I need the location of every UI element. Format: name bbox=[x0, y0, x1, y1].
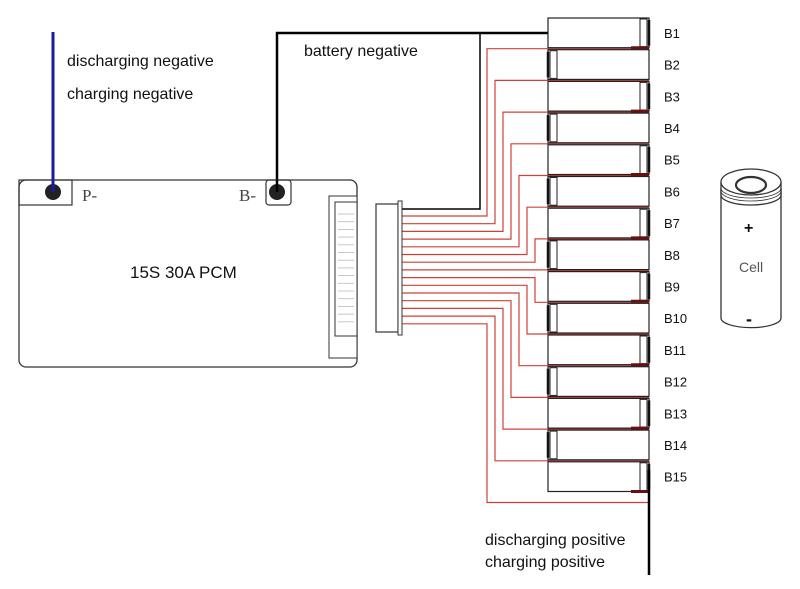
battery-terminal-cap bbox=[639, 398, 648, 428]
balance-wire bbox=[402, 284, 649, 335]
battery-label: B12 bbox=[664, 375, 687, 390]
cable-connector[interactable] bbox=[375, 203, 399, 333]
balance-wire bbox=[402, 292, 649, 367]
battery-label: B4 bbox=[664, 121, 680, 136]
balance-wire bbox=[402, 111, 649, 232]
battery-label: B2 bbox=[664, 58, 680, 73]
battery-b11: B11 bbox=[547, 334, 686, 367]
battery-terminal-cap bbox=[549, 367, 558, 396]
p-minus-label: P- bbox=[82, 186, 97, 205]
cell-label: Cell bbox=[739, 259, 763, 275]
balance-wire bbox=[402, 323, 649, 504]
p-minus-terminal-box bbox=[18, 179, 73, 206]
balance-wire bbox=[402, 143, 649, 240]
balance-wire bbox=[402, 277, 649, 303]
battery-label: B15 bbox=[664, 470, 687, 485]
balance-wire bbox=[402, 206, 649, 256]
battery-terminal-cap bbox=[639, 335, 648, 365]
battery-b7: B7 bbox=[547, 207, 680, 240]
battery-label: B11 bbox=[664, 343, 686, 358]
battery-terminal-cap bbox=[549, 177, 558, 206]
battery-b10: B10 bbox=[546, 302, 687, 334]
battery-label: B14 bbox=[664, 438, 687, 453]
b-negative-wire bbox=[275, 31, 548, 192]
battery-label: B9 bbox=[664, 279, 680, 294]
battery-terminal-cap bbox=[549, 50, 558, 79]
battery-terminal-cap bbox=[639, 18, 648, 48]
battery-b9: B9 bbox=[547, 271, 680, 303]
balance-wire bbox=[402, 307, 649, 430]
battery-b12: B12 bbox=[546, 366, 687, 398]
battery-terminal-cap bbox=[639, 145, 648, 175]
balance-wire bbox=[402, 238, 649, 263]
balance-wire bbox=[402, 48, 649, 217]
battery-label: B5 bbox=[664, 153, 680, 168]
battery-label: B8 bbox=[664, 248, 680, 263]
balance-wire bbox=[402, 174, 649, 248]
cell-icon: + Cell - bbox=[720, 168, 782, 329]
battery-label: B1 bbox=[664, 26, 680, 41]
balance-wires bbox=[402, 48, 649, 504]
cell-minus: - bbox=[746, 309, 752, 329]
battery-terminal-cap bbox=[549, 113, 558, 143]
battery-terminal-cap bbox=[549, 240, 558, 270]
battery-b14: B14 bbox=[546, 429, 687, 461]
battery-label: B6 bbox=[664, 184, 680, 199]
battery-b4: B4 bbox=[546, 112, 680, 144]
balance-wire bbox=[402, 300, 649, 398]
pcm-title: 15S 30A PCM bbox=[130, 263, 237, 282]
battery-negative-label: battery negative bbox=[304, 43, 418, 60]
battery-terminal-cap bbox=[639, 81, 648, 111]
b-minus-label: B- bbox=[239, 186, 256, 205]
p-positive-label-1: discharging positive bbox=[485, 532, 626, 549]
battery-terminal-cap bbox=[639, 272, 648, 301]
p-positive-label-2: charging positive bbox=[485, 554, 605, 571]
balance-wire bbox=[402, 315, 649, 462]
battery-b2: B2 bbox=[546, 49, 680, 81]
balance-wire bbox=[402, 269, 649, 272]
battery-b8: B8 bbox=[546, 239, 680, 271]
battery-b3: B3 bbox=[547, 80, 680, 113]
battery-b6: B6 bbox=[546, 175, 680, 207]
battery-b5: B5 bbox=[547, 144, 680, 176]
battery-label: B3 bbox=[664, 89, 680, 104]
balance-wire bbox=[402, 79, 649, 225]
battery-b13: B13 bbox=[547, 397, 687, 430]
cell-plus: + bbox=[744, 220, 753, 237]
battery-label: B10 bbox=[664, 311, 687, 326]
p-negative-label-2: charging negative bbox=[67, 86, 193, 103]
b0-sense-wire bbox=[402, 33, 481, 210]
battery-terminal-cap bbox=[549, 303, 558, 333]
battery-label: B7 bbox=[664, 216, 680, 231]
battery-terminal-cap bbox=[549, 430, 558, 460]
p-negative-label-1: discharging negative bbox=[67, 53, 214, 70]
battery-label: B13 bbox=[664, 406, 687, 421]
battery-terminal-cap bbox=[639, 208, 648, 238]
battery-b1: B1 bbox=[547, 17, 680, 50]
battery-b15: B15 bbox=[547, 461, 687, 493]
battery-terminal-cap bbox=[639, 462, 648, 491]
board-connector bbox=[334, 201, 358, 337]
b-minus-terminal-box bbox=[265, 179, 292, 206]
